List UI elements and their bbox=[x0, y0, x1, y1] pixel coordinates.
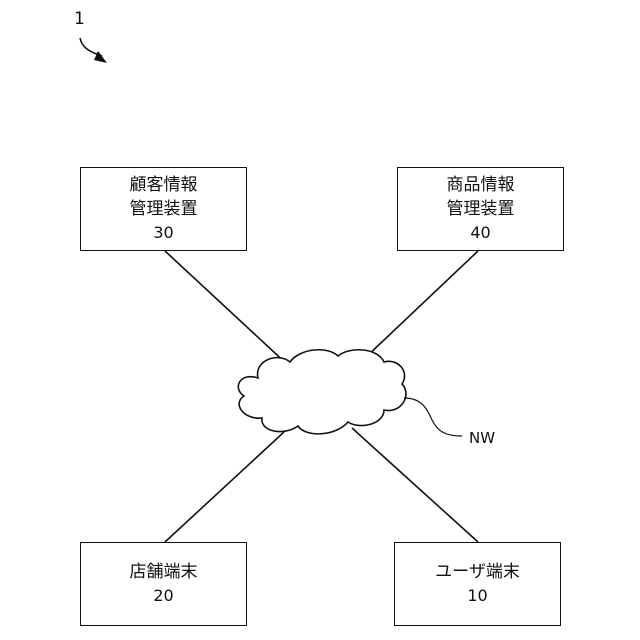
customer-info-manager-code: 30 bbox=[153, 221, 173, 245]
store-terminal-name: 店舗端末 bbox=[130, 560, 198, 584]
store-terminal-code: 20 bbox=[153, 584, 173, 608]
product-info-manager-code: 40 bbox=[470, 221, 490, 245]
network-label: NW bbox=[469, 428, 495, 448]
network-leader-line bbox=[404, 398, 462, 436]
customer-info-manager-box: 顧客情報 管理装置 30 bbox=[80, 167, 247, 251]
product-info-manager-name: 商品情報 管理装置 bbox=[447, 173, 515, 221]
link-store-terminal bbox=[165, 432, 284, 542]
product-info-manager-box: 商品情報 管理装置 40 bbox=[397, 167, 564, 251]
user-terminal-code: 10 bbox=[467, 584, 487, 608]
arrow-head-icon bbox=[94, 51, 107, 63]
user-terminal-box: ユーザ端末 10 bbox=[394, 542, 561, 626]
link-user-terminal bbox=[352, 428, 478, 542]
customer-info-manager-name: 顧客情報 管理装置 bbox=[130, 173, 198, 221]
user-terminal-name: ユーザ端末 bbox=[435, 560, 520, 584]
network-cloud bbox=[238, 350, 406, 434]
link-product-manager bbox=[365, 251, 478, 358]
link-customer-manager bbox=[165, 251, 290, 367]
store-terminal-box: 店舗端末 20 bbox=[80, 542, 247, 626]
figure-number: 1 bbox=[74, 8, 85, 30]
